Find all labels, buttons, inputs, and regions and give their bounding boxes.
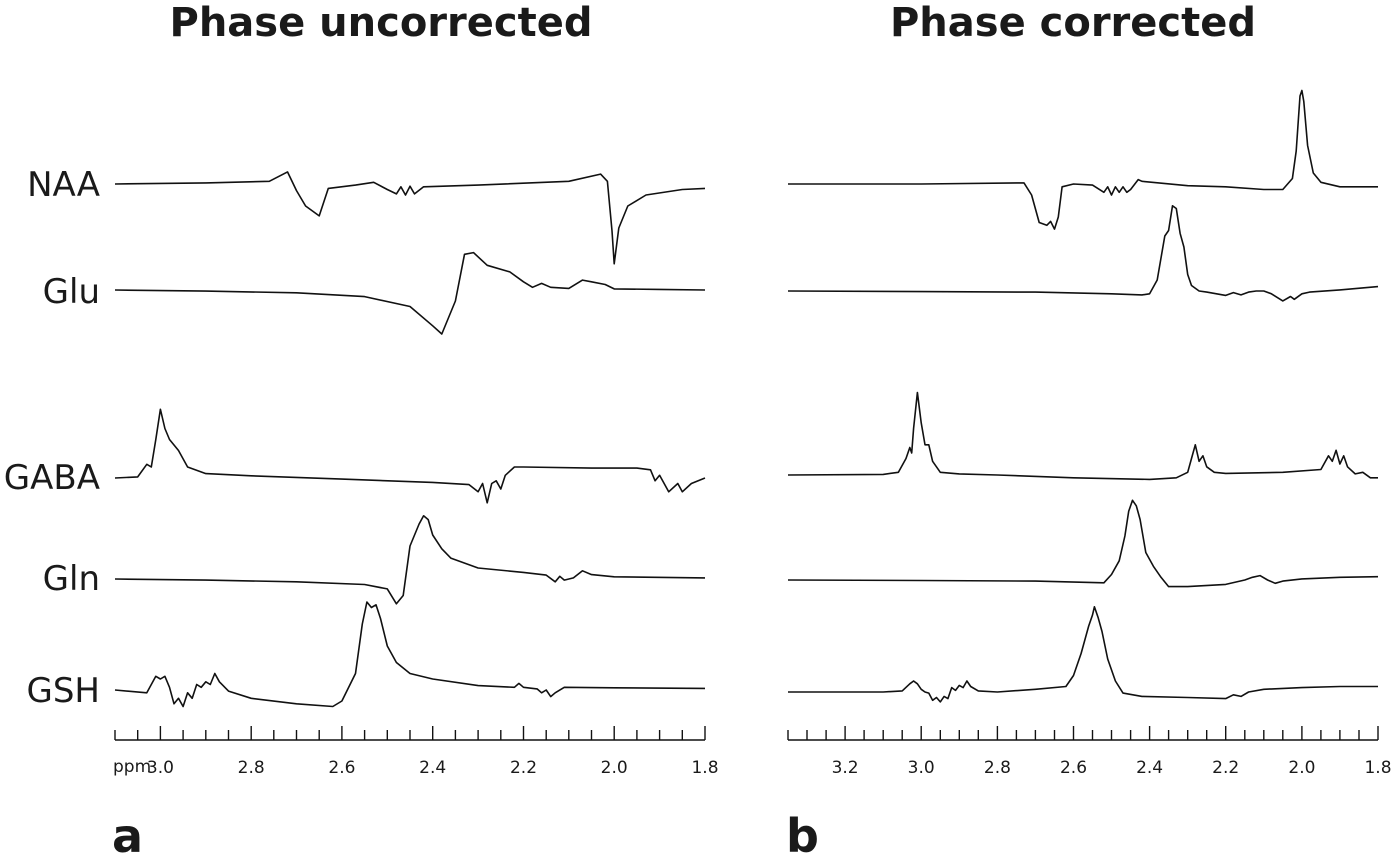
panel-a-tick-label: 3.0 [147,758,174,778]
panel-a-tick-label: 1.8 [691,758,718,778]
panel-a-label-gln: Gln [43,559,100,599]
panel-b-trace-naa [788,89,1378,230]
panel-a: Phase uncorrected NAA Glu GABA Gln GSH 3… [4,0,719,863]
panel-a-tick-label: 2.8 [238,758,265,778]
panel-a-tick-label: 2.2 [510,758,537,778]
panel-b-tick-label: 2.4 [1136,758,1163,778]
panel-b-letter: b [786,809,819,863]
panel-a-trace-gln [114,515,706,605]
panel-a-label-glu: Glu [43,272,100,312]
panel-b-traces [787,89,1379,703]
panel-b-trace-gln [787,499,1379,588]
panel-b-tick-label: 3.0 [908,758,935,778]
panel-a-title: Phase uncorrected [170,0,593,46]
panel-b-tick-label: 2.8 [984,758,1011,778]
panel-a-tick-label: 2.4 [419,758,446,778]
panel-b-trace-glu [787,205,1379,302]
panel-a-tick-label: 2.0 [601,758,628,778]
panel-b-tick-label: 2.6 [1060,758,1087,778]
panel-b-trace-gsh [788,606,1378,703]
panel-a-x-axis: 3.0 2.8 2.6 2.4 2.2 2.0 1.8 [114,726,719,778]
panel-b: Phase corrected 3.2 3.0 2.8 2.6 2.4 2.2 2.0 1.8… [786,0,1391,863]
panel-b-title: Phase corrected [890,0,1256,46]
panel-a-traces [114,171,706,708]
panel-b-tick-label: 1.8 [1364,758,1391,778]
panel-a-xlabel: ppm [113,757,151,777]
panel-a-trace-glu [114,251,706,335]
panel-a-trace-naa [114,171,706,265]
panel-a-label-gaba: GABA [4,458,100,498]
panel-a-label-naa: NAA [27,165,100,205]
panel-b-tick-label: 2.2 [1212,758,1239,778]
panel-b-x-axis: 3.2 3.0 2.8 2.6 2.4 2.2 2.0 1.8 [787,726,1391,778]
panel-b-tick-label: 3.2 [832,758,859,778]
panel-a-tick-label: 2.6 [328,758,355,778]
panel-a-letter: a [112,809,143,863]
panel-b-trace-gaba [787,391,1378,481]
panel-a-label-gsh: GSH [27,671,101,711]
panel-b-tick-label: 2.0 [1288,758,1315,778]
panel-a-trace-gaba [114,408,706,504]
panel-a-trace-gsh [114,601,706,708]
